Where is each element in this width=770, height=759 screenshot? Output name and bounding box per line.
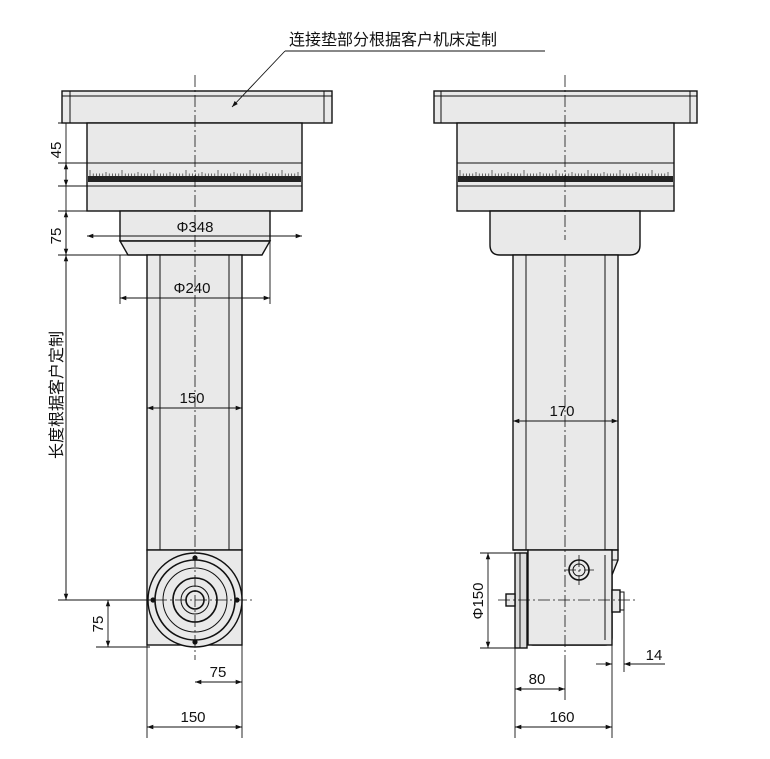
dim-phi240-label: Φ240 (174, 280, 211, 297)
front-taper (118, 240, 272, 256)
dim-150-mid-label: 150 (179, 390, 204, 407)
side-view (433, 75, 698, 660)
front-scale-ring (88, 176, 301, 182)
front-screw (150, 597, 156, 603)
dim-170-label: 170 (549, 403, 574, 420)
length-note: 长度根据客户定制 (47, 331, 66, 459)
front-shank (146, 254, 243, 551)
side-dimensions: 170 Φ150 80 14 160 (470, 403, 665, 738)
dim-75-horizontal-label: 75 (210, 664, 227, 681)
side-scale-ticks (459, 170, 669, 176)
side-rotary-body (456, 122, 675, 212)
front-scale-ticks (89, 170, 299, 176)
side-shank (512, 254, 619, 551)
front-view (61, 75, 333, 660)
side-scale-ring (458, 176, 673, 182)
dim-phi348-label: Φ348 (177, 219, 214, 236)
front-dimensions: 45 75 长度根据客户定制 75 Φ348 Φ240 150 75 150 (47, 122, 302, 738)
dim-160-label: 160 (549, 709, 574, 726)
dim-14-label: 14 (646, 647, 663, 664)
front-rotary-body (86, 122, 303, 212)
side-knob (611, 589, 621, 613)
pad-note: 连接垫部分根据客户机床定制 (289, 30, 497, 49)
pad-note-callout: 连接垫部分根据客户机床定制 (231, 30, 545, 108)
dim-80-label: 80 (529, 671, 546, 688)
dim-75-upper-label: 75 (48, 228, 65, 245)
dim-phi150-label: Φ150 (470, 583, 487, 620)
dim-45-label: 45 (48, 142, 65, 159)
dim-150-bottom-label: 150 (180, 709, 205, 726)
side-disc (514, 552, 528, 649)
side-collar (489, 210, 641, 256)
dim-75-lower-label: 75 (90, 616, 107, 633)
